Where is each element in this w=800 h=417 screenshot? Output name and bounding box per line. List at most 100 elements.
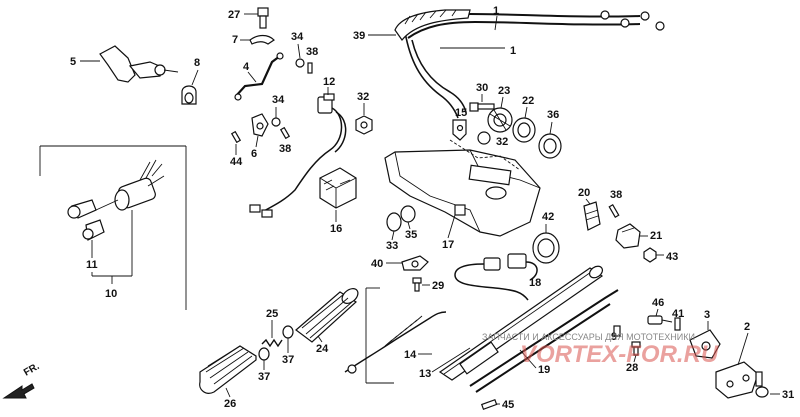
wire-harness-12 xyxy=(249,93,347,218)
spring-25 xyxy=(261,338,283,348)
lever-6 xyxy=(251,113,269,137)
grommet-42 xyxy=(532,232,560,264)
callout-39: 39 xyxy=(353,30,365,42)
callout-44: 44 xyxy=(230,156,243,168)
callout-42: 42 xyxy=(542,211,554,223)
pin-44 xyxy=(230,130,242,144)
callout-38b: 38 xyxy=(279,143,291,155)
callout-16: 16 xyxy=(330,223,342,235)
throttle-cables xyxy=(394,9,665,119)
callout-33: 33 xyxy=(386,240,398,252)
bearing-22 xyxy=(512,117,536,143)
nut-43 xyxy=(643,247,657,263)
callout-2: 2 xyxy=(744,321,750,333)
pin-41 xyxy=(674,317,681,331)
callout-26: 26 xyxy=(224,398,236,410)
callout-43: 43 xyxy=(666,251,678,263)
callout-15: 15 xyxy=(455,107,467,119)
switch-wiring xyxy=(454,253,538,301)
pin-38b xyxy=(279,126,291,140)
callout-1b: 1 xyxy=(510,45,516,57)
throttle-tube-19 xyxy=(438,265,619,393)
clamp-40 xyxy=(401,255,429,271)
callout-22: 22 xyxy=(522,95,534,107)
washer-37a xyxy=(258,347,270,361)
callout-1: 1 xyxy=(493,5,499,17)
callout-12: 12 xyxy=(323,76,335,88)
callout-13: 13 xyxy=(419,368,431,380)
callout-18: 18 xyxy=(529,277,541,289)
bushing-33 xyxy=(386,212,402,232)
watermark-brand: VORTEX-FOR.RU xyxy=(520,341,719,368)
callout-17: 17 xyxy=(442,239,454,251)
hand-grip-26 xyxy=(199,345,257,394)
pin-38c xyxy=(608,203,620,219)
callout-45: 45 xyxy=(502,399,514,411)
bolt-27 xyxy=(257,7,269,29)
callout-29: 29 xyxy=(432,280,444,292)
bushing-35 xyxy=(400,205,416,223)
cap-21 xyxy=(615,223,641,249)
screw-29 xyxy=(412,277,422,292)
callout-35: 35 xyxy=(405,229,417,241)
callout-34: 34 xyxy=(291,31,304,43)
cable-spring-14 xyxy=(344,311,447,374)
bracket-2 xyxy=(715,361,759,399)
callout-5: 5 xyxy=(70,56,76,68)
callout-38: 38 xyxy=(306,46,318,58)
callout-4: 4 xyxy=(243,61,250,73)
clip-7 xyxy=(249,34,275,45)
switch-housing-3 xyxy=(689,329,721,359)
callout-31: 31 xyxy=(782,389,794,401)
watermark-text: ЗАПЧАСТИ И АКСЕССУАРЫ ДЛЯ МОТОТЕХНИКИ xyxy=(482,332,695,342)
callout-21: 21 xyxy=(650,230,662,242)
pin-38 xyxy=(307,62,313,74)
pin-45 xyxy=(480,398,498,410)
callout-27: 27 xyxy=(228,9,240,21)
clamp-8 xyxy=(181,85,197,105)
callout-36: 36 xyxy=(547,109,559,121)
callout-40: 40 xyxy=(371,258,383,270)
callout-10: 10 xyxy=(105,288,117,300)
callout-20: 20 xyxy=(578,187,590,199)
callout-11: 11 xyxy=(86,259,98,271)
ignition-switch-group xyxy=(39,145,187,310)
callout-32: 32 xyxy=(357,91,369,103)
callout-30: 30 xyxy=(476,82,488,94)
callout-34b: 34 xyxy=(272,94,285,106)
callout-14: 14 xyxy=(404,349,417,361)
washer-34 xyxy=(295,58,305,68)
front-direction-arrow: FR. xyxy=(2,361,42,399)
pulley-23 xyxy=(487,107,513,133)
connector-46 xyxy=(647,315,673,325)
bolt-30 xyxy=(469,102,495,112)
nut-32b xyxy=(477,131,491,145)
bracket-5 xyxy=(99,45,179,83)
callout-37: 37 xyxy=(258,371,270,383)
rod-4 xyxy=(234,52,284,101)
throttle-grip-24 xyxy=(295,288,359,343)
callout-24: 24 xyxy=(316,343,329,355)
clip-15 xyxy=(452,119,467,141)
callout-25: 25 xyxy=(266,308,278,320)
screw-9 xyxy=(613,325,621,337)
relay-16 xyxy=(319,167,357,209)
callout-32b: 32 xyxy=(496,136,508,148)
callout-6: 6 xyxy=(251,148,257,160)
callout-7: 7 xyxy=(232,34,238,46)
washer-37b xyxy=(282,325,294,339)
callout-3: 3 xyxy=(704,309,710,321)
callout-46: 46 xyxy=(652,297,664,309)
callout-9: 9 xyxy=(611,331,617,343)
callout-41: 41 xyxy=(672,308,684,320)
callout-37b: 37 xyxy=(282,354,294,366)
callout-28: 28 xyxy=(626,362,638,374)
direction-label: FR. xyxy=(22,361,42,379)
switch-20 xyxy=(583,201,601,231)
callout-23: 23 xyxy=(498,85,510,97)
handle-bracket-17 xyxy=(384,139,541,237)
screw-31 xyxy=(755,371,769,398)
seal-36 xyxy=(538,133,562,159)
callout-38c: 38 xyxy=(610,189,622,201)
